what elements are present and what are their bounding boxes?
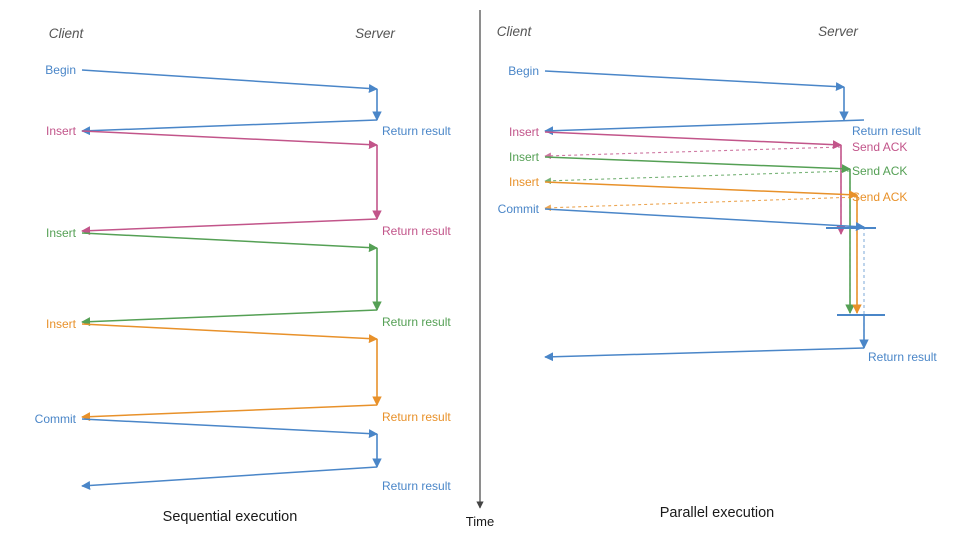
message-label-blue-1: Return result	[382, 124, 451, 138]
message-label-green-4: Insert	[509, 150, 540, 164]
message-label-blue-0: Begin	[508, 64, 539, 78]
message-arrow-response-pink-3	[81, 218, 378, 236]
message-label-green-4: Insert	[46, 226, 77, 240]
message-arrow-request-green-4	[81, 232, 378, 253]
message-label-orange-6: Insert	[509, 175, 540, 189]
message-label-blue-8: Commit	[498, 202, 540, 216]
message-label-orange-6: Insert	[46, 317, 77, 331]
message-arrow-response-blue-1	[81, 119, 378, 136]
message-label-blue-9: Return result	[868, 350, 937, 364]
lifeline-header-client: Client	[49, 26, 85, 41]
lifeline-header-server: Server	[818, 24, 858, 39]
message-arrow-response-blue-9	[81, 466, 378, 490]
message-label-pink-3: Return result	[382, 224, 451, 238]
message-arrow-request-blue-8	[544, 208, 865, 232]
message-arrow-response-orange-7	[81, 404, 378, 422]
lifeline-header-client: Client	[497, 24, 533, 39]
message-label-orange-7: Send ACK	[852, 190, 907, 204]
message-arrow-response-green-5	[81, 309, 378, 327]
panel-caption-sequential: Sequential execution	[163, 509, 298, 525]
message-arrow-ack-green-5	[544, 170, 851, 185]
message-arrow-ack-orange-7	[544, 196, 858, 212]
message-arrow-request-orange-6	[544, 181, 858, 200]
time-axis-group: Time	[466, 10, 494, 529]
time-axis-label: Time	[466, 514, 494, 529]
message-arrow-request-blue-8	[81, 418, 378, 439]
message-arrow-response-blue-9	[544, 347, 865, 362]
message-arrow-request-green-4	[544, 156, 851, 174]
message-label-pink-2: Insert	[46, 124, 77, 138]
message-label-pink-3: Send ACK	[852, 140, 907, 154]
message-arrow-request-pink-2	[544, 131, 842, 150]
message-label-green-5: Send ACK	[852, 164, 907, 178]
message-arrow-request-blue-0	[544, 70, 845, 92]
message-arrow-response-blue-1	[544, 119, 865, 136]
message-arrow-request-blue-0	[81, 69, 378, 93]
message-label-orange-7: Return result	[382, 410, 451, 424]
message-label-blue-0: Begin	[45, 63, 76, 77]
message-label-blue-1: Return result	[852, 124, 921, 138]
message-label-blue-8: Commit	[35, 412, 77, 426]
message-arrow-request-orange-6	[81, 323, 378, 344]
message-arrow-ack-pink-3	[544, 146, 842, 160]
message-arrow-request-pink-2	[81, 130, 378, 150]
panel-caption-parallel: Parallel execution	[660, 505, 774, 521]
message-label-pink-2: Insert	[509, 125, 540, 139]
message-label-green-5: Return result	[382, 315, 451, 329]
lifeline-header-server: Server	[355, 26, 395, 41]
message-label-blue-9: Return result	[382, 479, 451, 493]
